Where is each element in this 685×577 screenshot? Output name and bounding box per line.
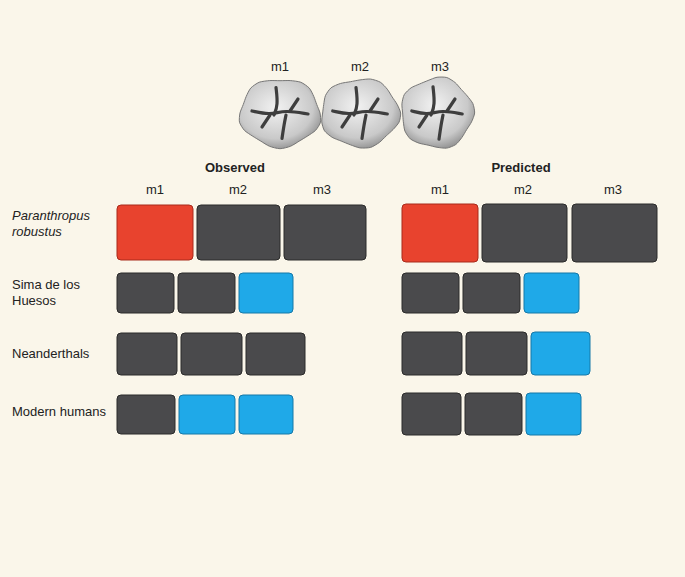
crown-outline (322, 79, 401, 148)
tooth-label: m1 (420, 182, 460, 198)
size-bar (524, 273, 579, 313)
fissure (252, 111, 308, 114)
fissure (370, 99, 378, 111)
crown-outline (239, 81, 320, 149)
fissure (412, 111, 462, 114)
size-bar (117, 273, 174, 313)
size-bar (572, 204, 657, 262)
size-bar (402, 332, 462, 375)
size-bar (239, 273, 293, 313)
size-bar (117, 333, 177, 375)
tooth-size-bars (117, 204, 657, 435)
size-bar (402, 204, 478, 262)
fissure (354, 88, 357, 116)
size-bar (117, 395, 175, 434)
tooth-label: m2 (340, 59, 380, 75)
fissure (439, 115, 443, 139)
fissure (342, 115, 350, 127)
size-bar (463, 273, 520, 313)
row-label: Modern humans (12, 404, 110, 420)
group-heading: Observed (175, 160, 295, 176)
size-bar (402, 273, 459, 313)
tooth-label: m3 (593, 182, 633, 198)
fissure (333, 111, 388, 114)
size-bar (197, 205, 280, 260)
tooth-label: m2 (218, 182, 258, 198)
molar-crown (402, 77, 475, 148)
molar-crown (239, 81, 320, 149)
molar-illustrations (239, 77, 474, 149)
row-label: Neanderthals (12, 346, 110, 362)
tooth-label: m1 (260, 59, 300, 75)
size-bar (117, 205, 193, 260)
crown-outline (402, 77, 475, 148)
fissure (431, 87, 434, 115)
size-bar (179, 395, 235, 434)
tooth-label: m3 (420, 59, 460, 75)
group-heading: Predicted (461, 160, 581, 176)
fissure (262, 115, 270, 127)
fissure (274, 88, 277, 116)
tooth-label: m2 (503, 182, 543, 198)
fissure (362, 115, 366, 139)
molar-crown (322, 79, 401, 148)
size-bar (178, 273, 235, 313)
tooth-label: m3 (302, 182, 342, 198)
size-bar (181, 333, 242, 375)
size-bar (531, 332, 590, 375)
fissure (282, 115, 286, 139)
fissure (419, 115, 427, 127)
row-label: Sima de los Huesos (12, 277, 110, 309)
size-bar (402, 393, 461, 435)
size-bar (284, 205, 366, 260)
size-bar (526, 393, 581, 435)
tooth-label: m1 (135, 182, 175, 198)
size-bar (466, 332, 527, 375)
fissure (447, 99, 455, 111)
size-bar (482, 204, 567, 262)
size-bar (465, 393, 522, 435)
size-bar (239, 395, 293, 434)
row-label: Paranthropus robustus (12, 208, 110, 240)
size-bar (246, 333, 305, 375)
fissure (290, 99, 298, 111)
